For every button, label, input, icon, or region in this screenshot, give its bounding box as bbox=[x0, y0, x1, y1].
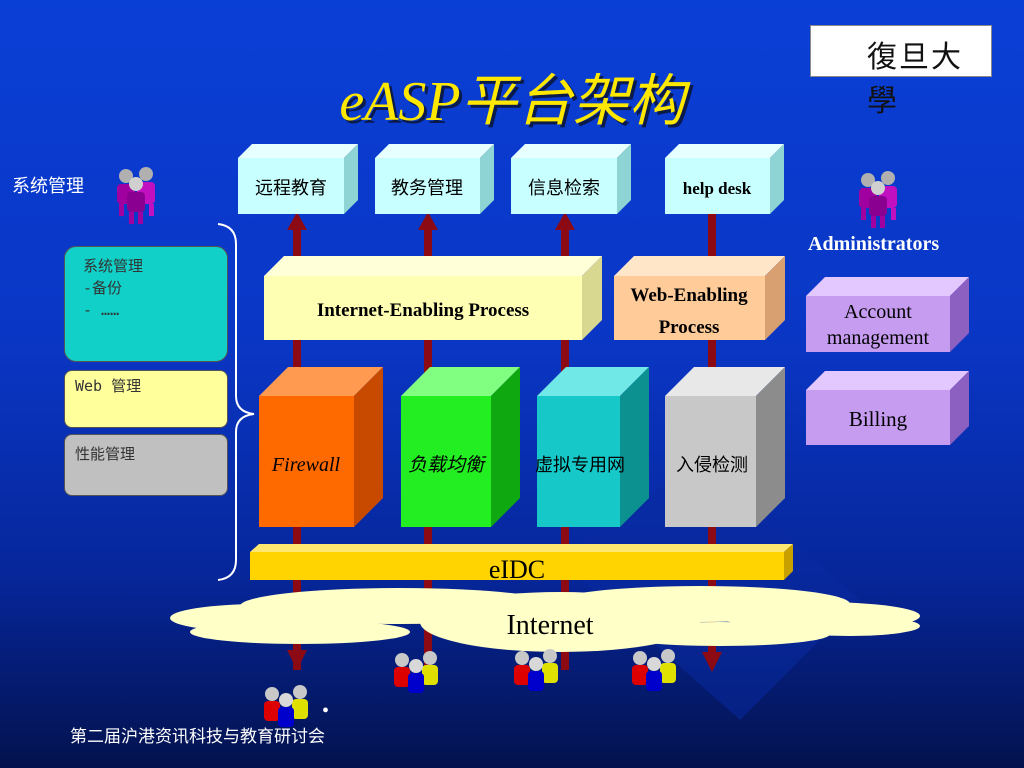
ids-label: 入侵检测 bbox=[676, 455, 748, 476]
firewall-box: Firewall bbox=[259, 367, 383, 527]
service-label-4: help desk bbox=[683, 179, 752, 198]
billing-label: Billing bbox=[849, 407, 908, 431]
performance-management-box: 性能管理 bbox=[64, 434, 228, 496]
sysmgmt-line-3: - …… bbox=[83, 301, 120, 319]
service-label-3: 信息检索 bbox=[528, 178, 600, 199]
vpn-label: 虚拟专用网 bbox=[535, 455, 625, 476]
arrowhead-down-1 bbox=[287, 650, 307, 670]
load-balance-label: 负载均衡 bbox=[408, 454, 487, 476]
web-enabling-label-1: Web-Enabling bbox=[630, 285, 748, 306]
service-box-3: 信息检索 bbox=[511, 144, 631, 214]
arrowhead-up-1 bbox=[287, 212, 307, 230]
service-label-2: 教务管理 bbox=[391, 178, 463, 199]
internet-cloud: Internet bbox=[170, 586, 920, 652]
user-group-icon-bottom-2 bbox=[394, 651, 438, 693]
logo-text: 復旦大學 bbox=[867, 40, 963, 119]
web-enabling-label-2: Process bbox=[659, 317, 720, 338]
system-management-title: 系统管理 bbox=[12, 176, 84, 197]
service-box-4: help desk bbox=[665, 144, 784, 214]
footer-text: 第二届沪港资讯科技与教育研讨会 bbox=[70, 727, 325, 747]
user-group-icon-bottom-1 bbox=[264, 685, 308, 727]
web-enabling-box: Web-Enabling Process bbox=[614, 256, 785, 340]
sysmgmt-line-1: 系统管理 bbox=[83, 257, 144, 275]
service-box-1: 远程教育 bbox=[238, 144, 358, 214]
ids-box: 入侵检测 bbox=[665, 367, 785, 527]
eidc-label: eIDC bbox=[489, 555, 545, 584]
user-group-icon-bottom-4 bbox=[632, 649, 676, 691]
user-group-icon-left bbox=[117, 167, 155, 224]
server-boxes: Firewall 负载均衡 虚拟专用网 入侵检测 bbox=[259, 367, 785, 527]
arrowhead-down-4 bbox=[702, 652, 722, 672]
arrowhead-up-3 bbox=[555, 212, 575, 230]
user-group-icon-admin bbox=[859, 171, 897, 228]
arrowhead-up-2 bbox=[418, 212, 438, 230]
vpn-box: 虚拟专用网 bbox=[535, 367, 649, 527]
internet-enabling-label: Internet-Enabling Process bbox=[317, 300, 529, 321]
internet-enabling-box: Internet-Enabling Process bbox=[264, 256, 602, 340]
sysmgmt-line-2: -备份 bbox=[83, 279, 123, 297]
account-label-2: management bbox=[827, 327, 930, 349]
fudan-logo: 復旦大學 bbox=[810, 25, 992, 119]
service-box-2: 教务管理 bbox=[375, 144, 494, 214]
account-label-1: Account bbox=[844, 301, 912, 323]
eidc-bar: eIDC bbox=[250, 544, 793, 584]
firewall-label: Firewall bbox=[271, 454, 341, 476]
administrators-label: Administrators bbox=[808, 233, 940, 255]
left-bracket bbox=[217, 223, 255, 581]
service-label-1: 远程教育 bbox=[255, 178, 327, 199]
web-management-box: Web 管理 bbox=[64, 370, 228, 428]
load-balance-box: 负载均衡 bbox=[401, 367, 520, 527]
internet-label: Internet bbox=[506, 610, 593, 641]
account-management-box: Account management bbox=[806, 277, 969, 352]
bullet-mark: • bbox=[322, 700, 330, 722]
billing-box: Billing bbox=[806, 371, 969, 445]
user-group-icon-bottom-3 bbox=[514, 649, 558, 691]
service-boxes: 远程教育 教务管理 信息检索 help desk bbox=[238, 144, 784, 214]
performance-management-label: 性能管理 bbox=[75, 445, 136, 463]
slide-title: eASP平台架构 bbox=[339, 71, 685, 133]
web-management-label: Web 管理 bbox=[75, 377, 142, 395]
system-management-box: 系统管理 -备份 - …… bbox=[64, 246, 228, 362]
